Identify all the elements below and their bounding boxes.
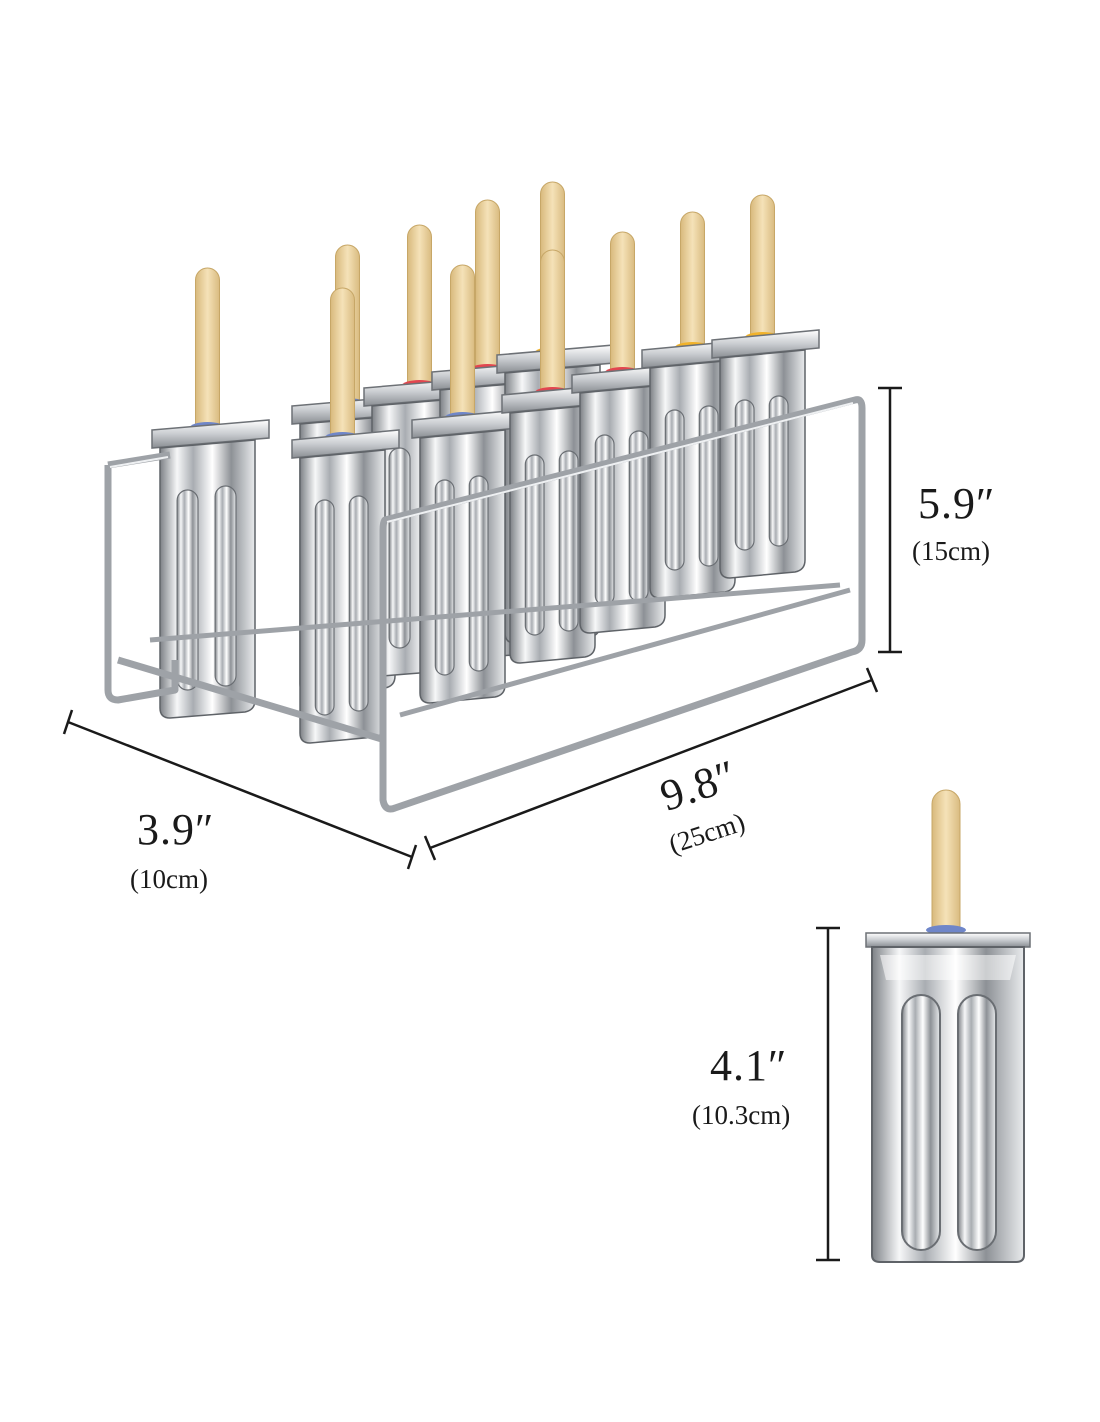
dimension-lines bbox=[62, 386, 902, 1262]
length-dimension-line bbox=[429, 678, 873, 850]
height-metric: (15cm) bbox=[912, 536, 990, 566]
mold-groove bbox=[468, 475, 489, 672]
mold-lid bbox=[291, 429, 400, 459]
mold-height-value: 4.1″ bbox=[710, 1041, 788, 1090]
height-value: 5.9″ bbox=[918, 479, 996, 528]
mold-body bbox=[299, 449, 386, 744]
back-mold-1 bbox=[151, 267, 270, 719]
front-mold-1 bbox=[291, 287, 400, 744]
mold-groove bbox=[734, 399, 755, 551]
mold-groove bbox=[314, 499, 335, 716]
width-dimension-line bbox=[67, 720, 413, 859]
width-value: 3.9″ bbox=[137, 805, 215, 854]
single-mold bbox=[865, 789, 1031, 1263]
mold-groove bbox=[768, 395, 789, 547]
mold-lid bbox=[151, 419, 270, 449]
mold-groove bbox=[558, 450, 579, 632]
single-mold-groove-right bbox=[957, 994, 997, 1251]
single-mold-lid bbox=[865, 932, 1031, 948]
single-mold-groove-left bbox=[901, 994, 941, 1251]
wire-frame bbox=[104, 396, 866, 813]
mold-groove bbox=[348, 495, 369, 712]
single-mold-stick bbox=[931, 789, 961, 941]
mold-lid bbox=[711, 329, 820, 359]
stick bbox=[750, 194, 775, 351]
width-metric: (10cm) bbox=[130, 864, 208, 894]
wire-frame-highlight bbox=[109, 402, 854, 523]
single-mold-body bbox=[871, 946, 1025, 1263]
stick bbox=[450, 264, 475, 431]
mold-groove bbox=[434, 479, 455, 676]
stick bbox=[195, 267, 220, 441]
mold-groove bbox=[214, 485, 237, 687]
mold-body bbox=[419, 429, 506, 704]
stick bbox=[330, 287, 355, 451]
stick bbox=[610, 231, 635, 386]
stick bbox=[680, 211, 705, 361]
mold-body bbox=[719, 349, 806, 579]
front-mold-6 bbox=[711, 194, 820, 579]
popsicle-rack bbox=[104, 181, 866, 813]
stick bbox=[475, 199, 500, 383]
front-row-molds bbox=[291, 194, 820, 744]
stick bbox=[540, 249, 565, 406]
mold-groove bbox=[664, 409, 685, 571]
mold-groove bbox=[524, 454, 545, 636]
mold-groove bbox=[698, 405, 719, 567]
mold-height-metric: (10.3cm) bbox=[692, 1100, 791, 1130]
stick bbox=[407, 224, 432, 399]
mold-groove bbox=[176, 489, 199, 691]
